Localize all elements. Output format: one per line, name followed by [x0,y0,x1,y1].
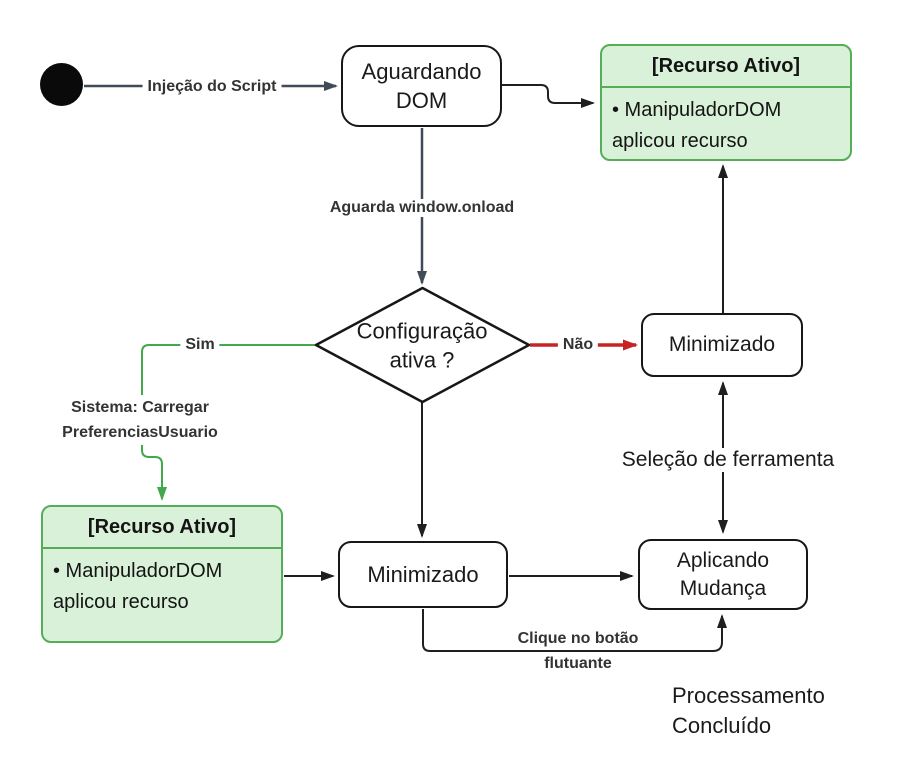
recurso-ativo-header: [Recurso Ativo] [43,507,281,549]
state-label: Minimizado [367,561,479,587]
state-label: Minimizado [668,333,776,357]
annotation-processamento-concluido: Processamento Concluído [672,681,825,741]
annotation-line1: Processamento [672,683,825,708]
state-minimizado-bottom: Minimizado [338,541,508,608]
state-label: DOM [395,88,448,113]
edge-label-selecao-ferramenta: Seleção de ferramenta [616,448,840,472]
edge-label-line2: PreferenciasUsuario [62,424,218,441]
edge-aguardando-to-recurso-top [502,84,595,108]
state-minimizado-right: Minimizado [641,313,803,377]
state-label: Mudança [679,576,767,600]
edge-decisao-sim-to-recurso-esquerda [141,344,316,501]
edge-label-nao: Não [557,336,599,354]
edge-label-injecao-script: Injeção do Script [142,78,282,96]
edge-clique-botao-flutuante [422,609,727,652]
edge-label-sim: Sim [180,336,220,354]
decision-diamond [314,286,531,404]
state-aguardando-dom: Aguardando DOM [341,45,502,127]
edge-label-clique-botao: Clique no botão flutuante [518,626,639,676]
recurso-ativo-header: [Recurso Ativo] [602,46,850,88]
decision-label-line2: ativa ? [389,347,455,372]
state-aplicando-mudanca: Aplicando Mudança [638,539,808,610]
state-label: Aguardando [361,58,482,84]
edge-label-line1: Clique no botão [517,630,639,647]
recurso-ativo-body: • ManipuladorDOM aplicou recurso [53,560,223,613]
recurso-ativo-body: • ManipuladorDOM aplicou recurso [612,99,782,152]
state-recurso-ativo-top: [Recurso Ativo] • ManipuladorDOM aplicou… [600,44,852,161]
state-label: Aplicando [676,548,770,572]
edge-label-sistema-carregar: Sistema: Carregar PreferenciasUsuario [57,395,223,445]
edge-label-line2: flutuante [544,655,612,672]
annotation-line2: Concluído [672,713,772,738]
initial-state-node [40,63,83,106]
state-recurso-ativo-left: [Recurso Ativo] • ManipuladorDOM aplicou… [41,505,283,643]
edge-label-aguarda-onload: Aguarda window.onload [324,199,520,217]
decision-label: Configuração ativa ? [357,317,488,374]
edge-label-line1: Sistema: Carregar [71,399,209,416]
decision-label-line1: Configuração [356,318,488,344]
